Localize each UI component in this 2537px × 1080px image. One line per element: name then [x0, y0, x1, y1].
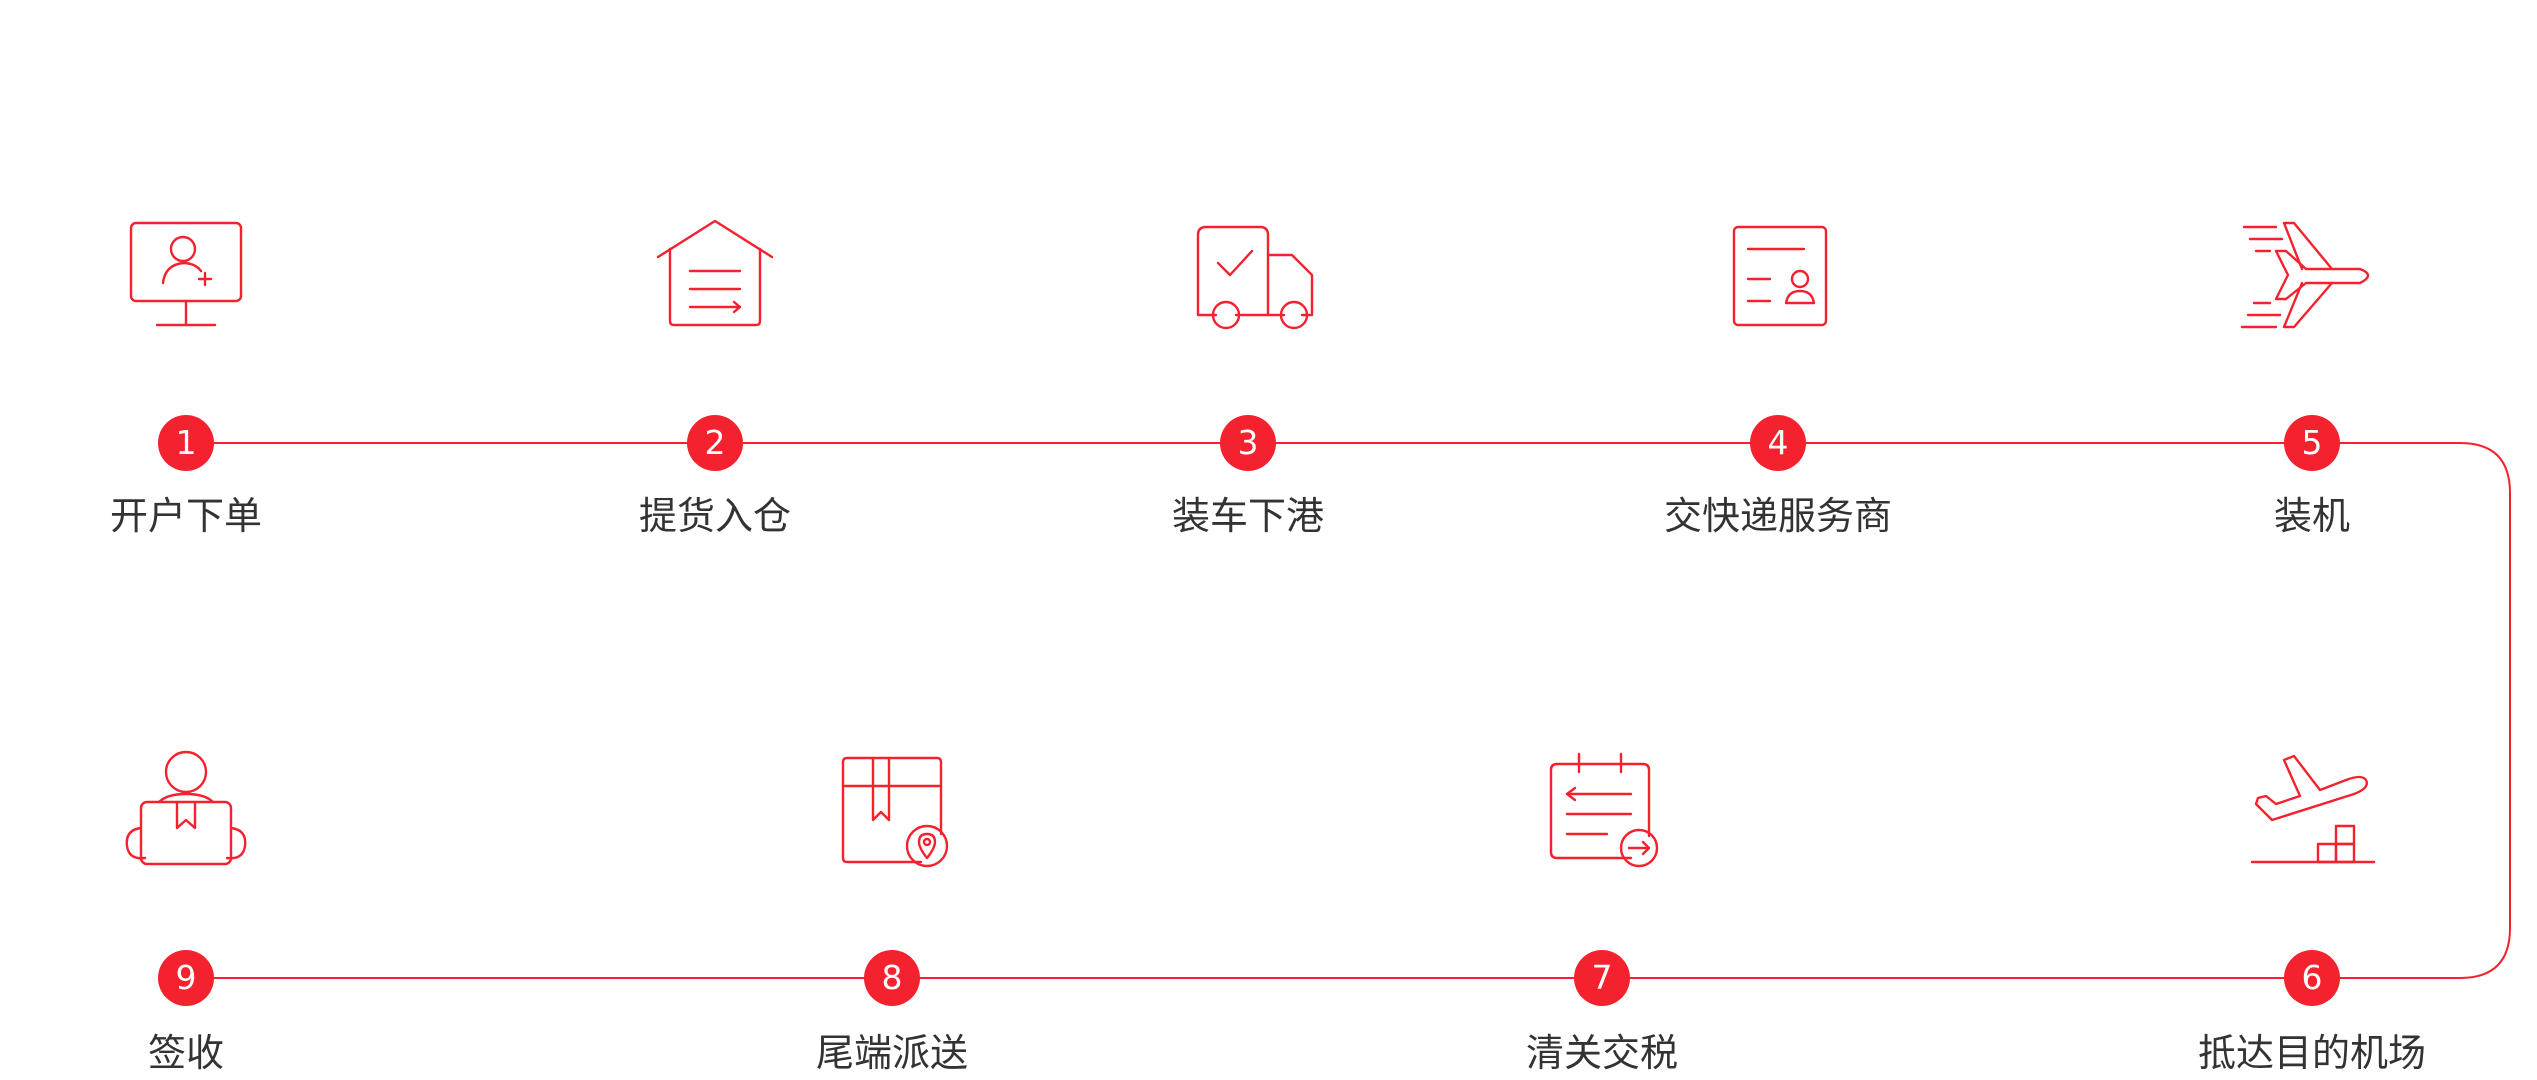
step-4-badge: 4: [1750, 415, 1806, 471]
step-7-label: 清关交税: [1525, 1031, 1678, 1075]
step-6-badge: 6: [2284, 950, 2340, 1006]
step-8-badge: 8: [864, 950, 920, 1006]
step-1-badge: 1: [158, 415, 214, 471]
warehouse-icon: [656, 219, 774, 327]
step-1-label: 开户下单: [109, 494, 262, 538]
package-location-icon: [841, 756, 949, 868]
step-2-badge: 2: [687, 415, 743, 471]
step-5-label: 装机: [2273, 494, 2350, 538]
plane-landing-icon: [2250, 754, 2376, 864]
step-6-label: 抵达目的机场: [2197, 1031, 2426, 1075]
calendar-transfer-icon: [1549, 752, 1659, 868]
step-5-badge: 5: [2284, 415, 2340, 471]
step-7-badge: 7: [1574, 950, 1630, 1006]
airplane-icon: [2240, 221, 2370, 329]
step-9-label: 签收: [147, 1031, 224, 1075]
flow-path: [186, 442, 2511, 979]
step-8-label: 尾端派送: [815, 1031, 968, 1075]
document-user-icon: [1732, 225, 1828, 327]
truck-check-icon: [1196, 225, 1314, 330]
person-package-icon: [125, 750, 247, 866]
step-9-badge: 9: [158, 950, 214, 1006]
monitor-user-icon: [129, 221, 243, 327]
step-3-label: 装车下港: [1171, 494, 1324, 538]
step-2-label: 提货入仓: [638, 494, 791, 538]
step-3-badge: 3: [1220, 415, 1276, 471]
step-4-label: 交快递服务商: [1663, 494, 1892, 538]
